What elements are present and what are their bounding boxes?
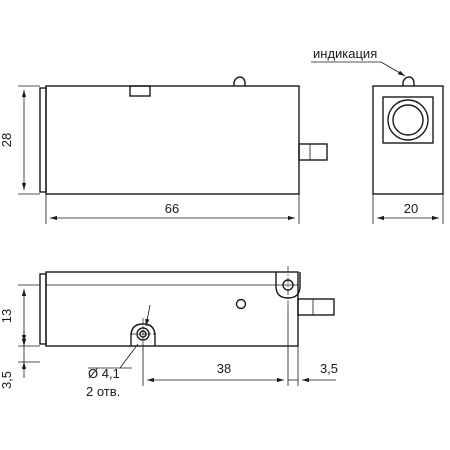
dimension-offset-label: 3,5	[0, 371, 14, 389]
indicator-callout: индикация	[311, 46, 406, 77]
front-view-cable	[298, 143, 328, 161]
front-view: 28 66	[0, 76, 328, 224]
holes-count-label: 2 отв.	[86, 384, 120, 399]
dimension-hole-pitch-label: 38	[217, 361, 231, 376]
side-view-body	[372, 85, 444, 195]
side-view: индикация 20	[311, 46, 444, 224]
top-view-indicator-hole	[235, 298, 247, 310]
dimension-length-label: 66	[165, 201, 179, 216]
dimension-width: 20	[372, 194, 444, 224]
top-view: 13 3,5 38 3,5 Ø 4,1	[0, 266, 338, 399]
top-view-cable	[297, 298, 335, 316]
side-view-lens-inner	[392, 104, 424, 136]
front-view-indicator-bump	[233, 76, 246, 86]
dimension-pin-offset: 3,5	[288, 346, 338, 386]
top-view-end-cap	[39, 273, 47, 345]
dimension-length: 66	[45, 194, 300, 224]
front-view-end-cap	[39, 87, 47, 193]
dimension-thickness: 13	[0, 284, 40, 347]
dimension-height: 28	[0, 85, 40, 195]
side-view-window	[382, 96, 434, 144]
mounting-hole	[136, 327, 150, 341]
hole-diameter-label: Ø 4,1	[88, 366, 120, 381]
indicator-label: индикация	[313, 46, 377, 61]
front-view-body	[45, 85, 300, 195]
side-view-lens-outer	[387, 99, 429, 141]
dimension-height-label: 28	[0, 133, 14, 147]
top-view-body	[45, 271, 299, 347]
front-view-tab	[129, 85, 151, 97]
hole-diameter-callout: Ø 4,1 2 отв.	[86, 304, 151, 399]
dimension-thickness-label: 13	[0, 309, 14, 323]
side-view-indicator-bump	[402, 76, 415, 86]
dimension-width-label: 20	[404, 201, 418, 216]
dimension-pin-offset-label: 3,5	[320, 361, 338, 376]
dimension-hole-pitch: 38	[142, 306, 289, 386]
dimension-offset: 3,5	[0, 330, 40, 389]
